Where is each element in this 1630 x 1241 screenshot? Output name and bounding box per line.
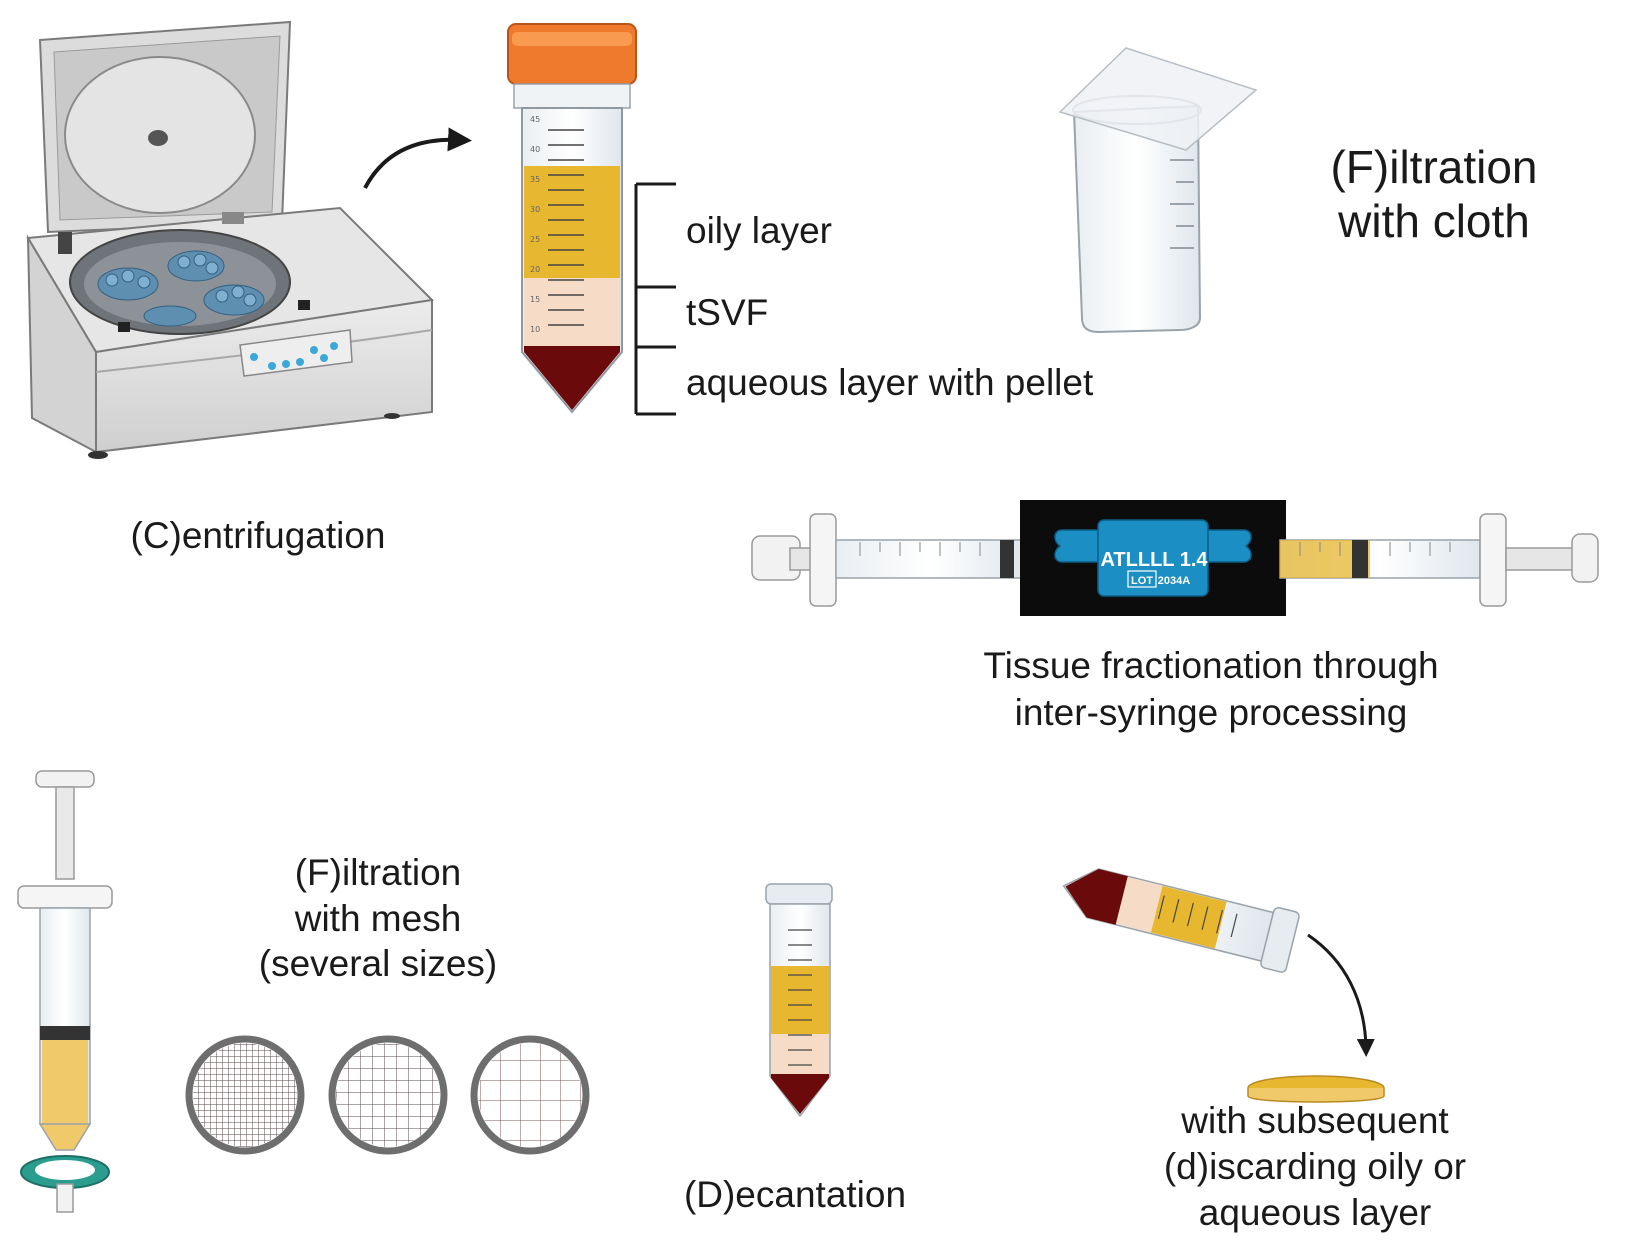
conical-tube-small xyxy=(765,883,833,1118)
filtration-cloth-title-line1: (F)iltration xyxy=(1330,141,1538,193)
scale-mark: 20 xyxy=(530,265,540,274)
arrow-to-tube xyxy=(363,127,472,189)
filtration-mesh-label-line1: (F)iltration xyxy=(294,852,462,893)
filtration-mesh-label-line3: (several sizes) xyxy=(258,943,498,984)
scale-mark: 10 xyxy=(530,325,540,334)
discard-label-line1: with subsequent xyxy=(1181,1100,1449,1141)
centrifugation-label: (C)entrifugation xyxy=(130,515,386,556)
syringe-with-filter xyxy=(17,770,113,1213)
scale-mark: 35 xyxy=(530,175,540,184)
fractionation-label-line1: Tissue fractionation through xyxy=(983,645,1439,686)
mesh-medium xyxy=(328,1035,448,1155)
device-name: ATLLLL 1.4 xyxy=(1100,549,1208,571)
arrow-to-dish xyxy=(1307,933,1375,1057)
discard-label-line2: (d)iscarding oily or xyxy=(1163,1146,1467,1187)
device-lot-label: LOT xyxy=(1131,575,1153,587)
scale-mark: 25 xyxy=(530,235,540,244)
oily-layer-label: oily layer xyxy=(686,210,832,251)
device-lot-number: 2034A xyxy=(1158,575,1190,587)
decantation-label: (D)ecantation xyxy=(683,1174,907,1215)
scale-mark: 30 xyxy=(530,205,540,214)
scale-mark: 45 xyxy=(530,115,540,124)
mesh-fine xyxy=(185,1035,305,1155)
scale-mark: 15 xyxy=(530,295,540,304)
filtration-cloth-title-line2: with cloth xyxy=(1338,195,1530,247)
petri-dish xyxy=(1247,1075,1385,1103)
layer-bracket xyxy=(634,182,676,416)
beaker-with-cloth xyxy=(1058,47,1258,334)
conical-tube-large: 45 40 35 30 25 20 15 10 xyxy=(507,23,637,414)
fractionation-label-line2: inter-syringe processing xyxy=(1014,692,1408,733)
tilted-tube xyxy=(1062,868,1300,973)
filtration-mesh-label-line2: with mesh xyxy=(294,898,462,939)
discard-label-line3: aqueous layer xyxy=(1198,1192,1432,1233)
mesh-coarse xyxy=(470,1035,590,1155)
inter-syringe-assembly xyxy=(751,500,1599,616)
aqueous-layer-label: aqueous layer with pellet xyxy=(686,362,1094,403)
centrifuge-illustration xyxy=(26,20,435,459)
tsvf-label: tSVF xyxy=(686,292,769,333)
scale-mark: 40 xyxy=(530,145,540,154)
